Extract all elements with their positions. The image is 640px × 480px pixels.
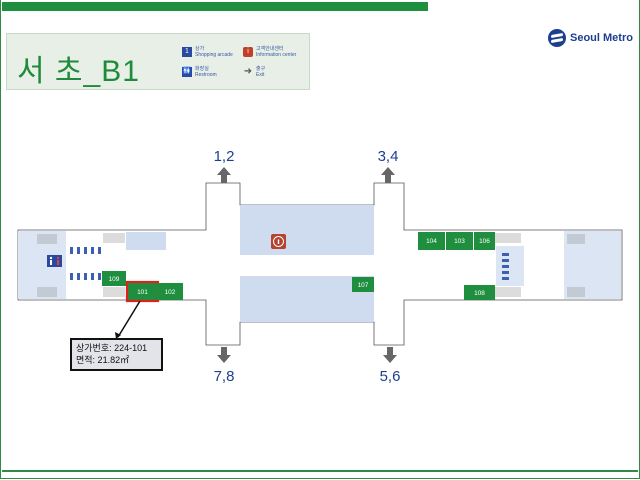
svg-text:101: 101	[137, 289, 148, 296]
platform-zone-upper	[240, 205, 374, 255]
seoul-metro-logo-icon	[548, 29, 566, 47]
concourse-outline	[17, 182, 623, 346]
exit-label-3-4: 3,4	[378, 148, 399, 165]
west-stair-zone	[126, 232, 166, 250]
exit-arrow-down-right-icon	[383, 347, 397, 363]
east-zone	[564, 231, 621, 299]
station-title: 서 초_B1	[17, 55, 140, 88]
bottom-rule	[2, 470, 638, 472]
restroom-icon: 🚻	[182, 67, 192, 77]
top-accent-bar	[2, 2, 428, 11]
svg-text:109: 109	[109, 276, 120, 283]
shopping-arcade-icon: 1	[182, 47, 192, 57]
store-103[interactable]	[446, 232, 473, 250]
brand-name: Seoul Metro	[570, 32, 633, 44]
stairs	[37, 233, 585, 297]
store-104[interactable]	[418, 232, 445, 250]
svg-text:106: 106	[479, 238, 490, 245]
store-101[interactable]	[128, 283, 157, 300]
exit-arrow-up-left-icon	[217, 167, 231, 183]
svg-text:104: 104	[426, 238, 437, 245]
information-center-icon: i	[243, 47, 253, 57]
fare-gates-west	[70, 247, 101, 280]
exit-arrow-up-right-icon	[381, 167, 395, 183]
east-stair-zone	[496, 246, 524, 286]
svg-text:102: 102	[165, 289, 176, 296]
store-info-callout: 상가번호: 224-101 면적: 21.82㎡	[70, 338, 163, 371]
map-restroom-icon	[47, 255, 62, 267]
exit-arrow-icon: ➜	[243, 66, 253, 77]
exit-label-5-6: 5,6	[380, 368, 401, 385]
svg-text:103: 103	[454, 238, 465, 245]
seoul-metro-logo: Seoul Metro	[548, 29, 633, 47]
callout-pointer	[117, 300, 141, 338]
exit-arrow-down-left-icon	[217, 347, 231, 363]
exit-label-7-8: 7,8	[214, 368, 235, 385]
platform-zone-lower	[240, 276, 374, 322]
callout-store-number: 상가번호: 224-101	[76, 343, 148, 353]
exit-label-1-2: 1,2	[214, 148, 235, 165]
store-107[interactable]	[352, 277, 374, 292]
callout-area: 면적: 21.82㎡	[76, 355, 130, 365]
exit-arrows	[217, 167, 397, 363]
store-108[interactable]	[464, 285, 495, 300]
store-106[interactable]	[474, 232, 495, 250]
store-109[interactable]	[102, 271, 126, 286]
svg-text:107: 107	[358, 282, 369, 289]
store-102[interactable]	[157, 283, 183, 300]
fare-gates-east	[502, 253, 509, 280]
svg-text:108: 108	[474, 290, 485, 297]
